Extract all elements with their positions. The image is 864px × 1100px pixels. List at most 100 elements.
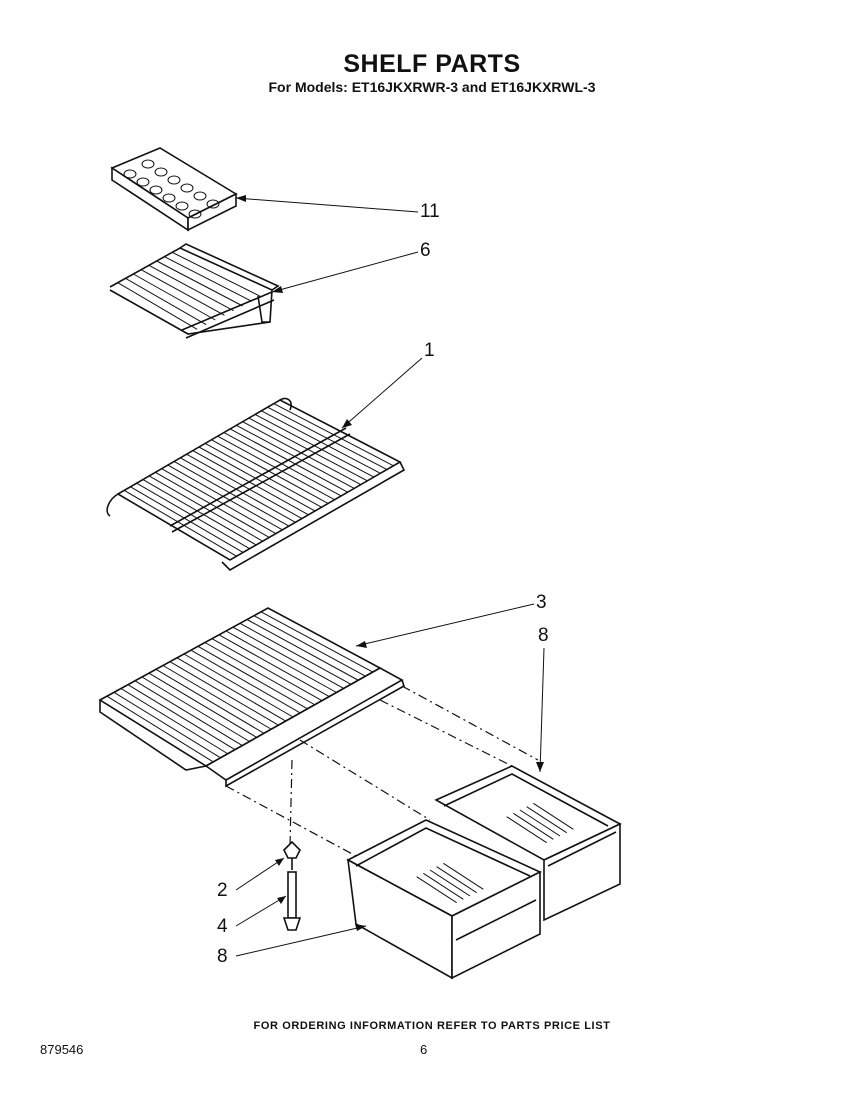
cover-shelf-wire — [141, 676, 250, 742]
ice-cube-cup — [167, 175, 181, 185]
drawer-grid-line — [436, 866, 477, 894]
shelf-wire — [180, 457, 296, 523]
cover-shelf-wire — [246, 619, 359, 681]
wire-shelf-illustration — [106, 397, 406, 571]
shelf-wire — [148, 475, 263, 542]
drawer-grid-line — [533, 802, 574, 830]
shelf-wire — [273, 403, 394, 467]
ice-cube-cup — [123, 169, 137, 179]
small-shelf-wire — [148, 264, 234, 312]
small-shelf-wire — [140, 269, 225, 316]
shelf-wire — [223, 432, 342, 497]
shelf-wire — [123, 489, 237, 557]
callout-8-bottom: 8 — [217, 946, 228, 967]
ice-cube-cup — [180, 183, 194, 193]
cover-shelf-wire — [197, 645, 308, 710]
shelf-wire — [229, 428, 348, 493]
shelf-wire — [192, 450, 309, 516]
ice-cube-cup — [193, 191, 207, 201]
shelf-wire — [173, 461, 290, 527]
shelf-wire — [167, 464, 283, 531]
ice-tray-illustration — [110, 147, 238, 232]
drawer-grid-line — [519, 809, 561, 837]
shelf-wire — [186, 453, 303, 519]
crisper-cover-shelf-illustration — [98, 607, 405, 788]
drawer-grid-line — [429, 869, 471, 897]
callout-6: 6 — [420, 240, 431, 261]
cover-shelf-wire — [218, 634, 330, 698]
ice-cube-cup — [149, 185, 163, 195]
shelf-wire — [155, 471, 270, 538]
shelf-wire — [261, 410, 381, 474]
callout-1: 1 — [424, 340, 435, 361]
small-shelf-wire — [156, 260, 243, 307]
shelf-wire — [236, 424, 355, 489]
cover-shelf-wire — [204, 642, 315, 706]
cover-shelf-wire — [162, 665, 272, 730]
shelf-wire — [198, 446, 316, 512]
small-wire-shelf-illustration — [109, 243, 280, 339]
shelf-wire — [254, 414, 375, 478]
callout-2: 2 — [217, 880, 228, 901]
page-number: 6 — [420, 1042, 428, 1057]
ice-cube-cup — [175, 201, 189, 211]
page-title: SHELF PARTS — [343, 50, 521, 78]
leader-lines — [235, 195, 545, 957]
shelf-wire — [142, 479, 257, 546]
small-shelf-wire — [171, 251, 262, 298]
drawer-grid-line — [416, 876, 457, 904]
cover-shelf-wire — [127, 684, 236, 751]
cover-shelf-wire — [260, 611, 373, 673]
shelf-wire — [217, 435, 335, 501]
cover-shelf-wire — [211, 638, 323, 702]
cover-shelf-wire — [134, 680, 243, 747]
shelf-wire — [130, 486, 244, 553]
cover-shelf-wire — [148, 672, 258, 738]
cover-shelf-wire — [253, 615, 366, 677]
crisper-drawers-illustration — [346, 765, 622, 980]
drawer-grid-line — [513, 812, 554, 840]
cover-shelf-wire — [225, 630, 337, 693]
assembly-guide-lines — [225, 685, 539, 857]
cover-shelf-wire — [176, 657, 287, 722]
cover-shelf-wire — [190, 649, 301, 714]
shelf-wire — [136, 482, 250, 550]
support-post-illustration — [282, 840, 302, 931]
ice-cube-cup — [141, 159, 155, 169]
small-shelf-wire — [117, 282, 198, 330]
small-shelf-wire — [125, 277, 207, 326]
shelf-wire — [248, 417, 368, 482]
cover-shelf-wire — [232, 626, 344, 689]
ice-cube-cup — [154, 167, 168, 177]
callout-4: 4 — [217, 916, 228, 937]
cover-shelf-wire — [106, 695, 214, 763]
small-shelf-wire — [133, 273, 216, 321]
ice-cube-cup — [162, 193, 176, 203]
cover-shelf-wire — [120, 688, 229, 755]
drawer-grid-line — [506, 816, 547, 844]
ice-cube-cup — [188, 209, 202, 219]
cover-shelf-wire — [169, 661, 279, 726]
shelf-wire — [267, 406, 388, 470]
document-number: 879546 — [40, 1042, 84, 1057]
small-shelf-wire — [164, 256, 253, 302]
drawer-grid-line — [423, 872, 464, 900]
callout-11: 11 — [420, 201, 440, 222]
shelf-wire — [242, 421, 362, 486]
shelf-wire — [204, 442, 322, 508]
cover-shelf-wire — [183, 653, 294, 718]
ice-cube-cup — [206, 199, 220, 209]
models-subtitle: For Models: ET16JKXRWR-3 and ET16JKXRWL-… — [268, 79, 596, 95]
drawer-grid-line — [526, 806, 567, 834]
callout-3: 3 — [536, 592, 547, 613]
drawer-grid-line — [443, 862, 484, 890]
shelf-wire — [211, 439, 329, 504]
ice-cube-cup — [136, 177, 150, 187]
cover-shelf-wire — [113, 691, 221, 759]
ordering-note: FOR ORDERING INFORMATION REFER TO PARTS … — [253, 1020, 611, 1032]
cover-shelf-wire — [239, 622, 352, 685]
shelf-wire — [161, 468, 277, 535]
cover-shelf-wire — [155, 668, 265, 734]
callout-8-top: 8 — [538, 625, 549, 646]
